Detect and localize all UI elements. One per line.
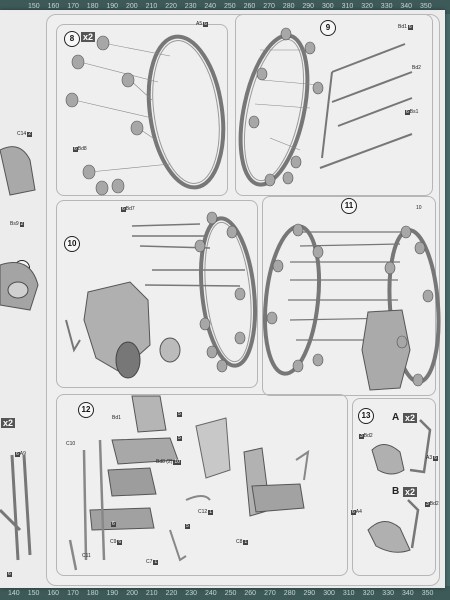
ruler-tick: 150 — [27, 590, 40, 597]
ruler-tick: 240 — [205, 590, 217, 597]
ruler-tick: 290 — [302, 3, 315, 10]
step-8-multiplier: x2 — [81, 32, 96, 42]
part-label-left-6: 6 — [7, 571, 12, 577]
part-label-bd1-seat: Bd1 — [112, 415, 121, 421]
part-tag-5b: 5 — [177, 435, 182, 441]
ruler-tick: 310 — [341, 3, 354, 10]
part-label-c11: C11 — [82, 553, 91, 559]
ruler-tick: 190 — [106, 590, 119, 597]
ruler-tick: 230 — [185, 590, 197, 597]
ruler-tick: 280 — [282, 3, 295, 10]
ruler-tick: 260 — [243, 3, 256, 10]
ruler-tick: 140 — [8, 590, 20, 597]
ruler-tick: 150 — [28, 3, 40, 10]
ruler-tick: 200 — [126, 590, 138, 597]
step-number-8: 8 — [64, 31, 80, 47]
part-label-bd2-a: 3Bd2 — [359, 433, 373, 439]
ruler-tick: 300 — [322, 3, 334, 10]
option-b-label: B — [392, 486, 400, 497]
ruler-tick: 330 — [380, 3, 393, 10]
step-number-9: 9 — [320, 20, 336, 36]
option-a-multiplier: x2 — [403, 413, 418, 423]
part-label-bs1: 6Bs1 — [405, 109, 419, 115]
left-multiplier: x2 — [1, 418, 16, 428]
panel-step-12 — [56, 394, 348, 576]
ruler-tick: 250 — [224, 590, 237, 597]
part-label-ref-10: 10 — [416, 205, 422, 211]
ruler-tick: 200 — [126, 3, 138, 10]
ruler-tick: 340 — [400, 3, 413, 10]
ruler-tick: 180 — [86, 3, 99, 10]
part-tag-bd1-seat: 5 — [177, 411, 182, 417]
part-tag-6b: 6 — [111, 521, 116, 527]
ruler-tick: 160 — [47, 3, 60, 10]
panel-step-10 — [56, 200, 258, 388]
ruler-tick: 220 — [165, 590, 178, 597]
ruler-tick: 320 — [361, 3, 373, 10]
ruler-tick: 320 — [362, 590, 375, 597]
step-number-13: 13 — [358, 408, 374, 424]
ruler-tick: 310 — [342, 590, 355, 597]
step-number-12: 12 — [78, 402, 94, 418]
ruler-tick: 210 — [145, 3, 158, 10]
ruler-tick: 300 — [323, 590, 335, 597]
ruler-tick: 350 — [420, 3, 432, 10]
step-number-11: 11 — [341, 198, 357, 214]
part-label-a4: 6A4 — [351, 509, 362, 515]
ruler-tick: 190 — [106, 3, 119, 10]
ruler-tick: 330 — [382, 590, 394, 597]
part-label-bd8-seat: Bd8 (2)10 — [156, 459, 181, 465]
ruler-tick: 170 — [67, 3, 79, 10]
ruler-tick: 170 — [67, 590, 79, 597]
panel-step-13 — [352, 398, 436, 576]
ruler-tick: 210 — [145, 590, 158, 597]
option-b-multiplier: x2 — [403, 487, 418, 497]
part-label-c10: C10 — [66, 441, 76, 447]
part-label-bd7: 6Bd7 — [121, 206, 135, 212]
part-label-bd8: 6Bd8 — [73, 146, 87, 152]
ruler-tick: 230 — [184, 3, 197, 10]
ruler-tick: 220 — [165, 3, 177, 10]
ruler-tick: 350 — [421, 590, 434, 597]
ruler-tick: 280 — [283, 590, 296, 597]
step-number-10: 10 — [64, 236, 80, 252]
part-tag-5c: 5 — [185, 523, 190, 529]
ruler-tick: 250 — [224, 3, 236, 10]
ruler-bottom: 140 150 160 170 180 190 200 210 220 230 240 250 260 2… — [0, 586, 450, 600]
ruler-tick: 160 — [47, 590, 60, 597]
part-label-bd2-b: 3Bd2 — [425, 501, 439, 507]
ruler-tick: 180 — [86, 590, 99, 597]
part-label-bd2: Bd2 — [412, 65, 421, 71]
ruler-tick: 240 — [204, 3, 217, 10]
panel-step-9 — [235, 14, 433, 196]
ruler-tick: 270 — [263, 3, 275, 10]
part-label-a9: 6A9 — [15, 451, 26, 457]
option-a-label: A — [392, 412, 400, 423]
ruler-tick: 260 — [244, 590, 257, 597]
ruler-tick: 290 — [303, 590, 316, 597]
ruler-tick: 270 — [264, 590, 276, 597]
panel-step-8 — [56, 24, 228, 196]
ruler-tick: 340 — [402, 590, 414, 597]
